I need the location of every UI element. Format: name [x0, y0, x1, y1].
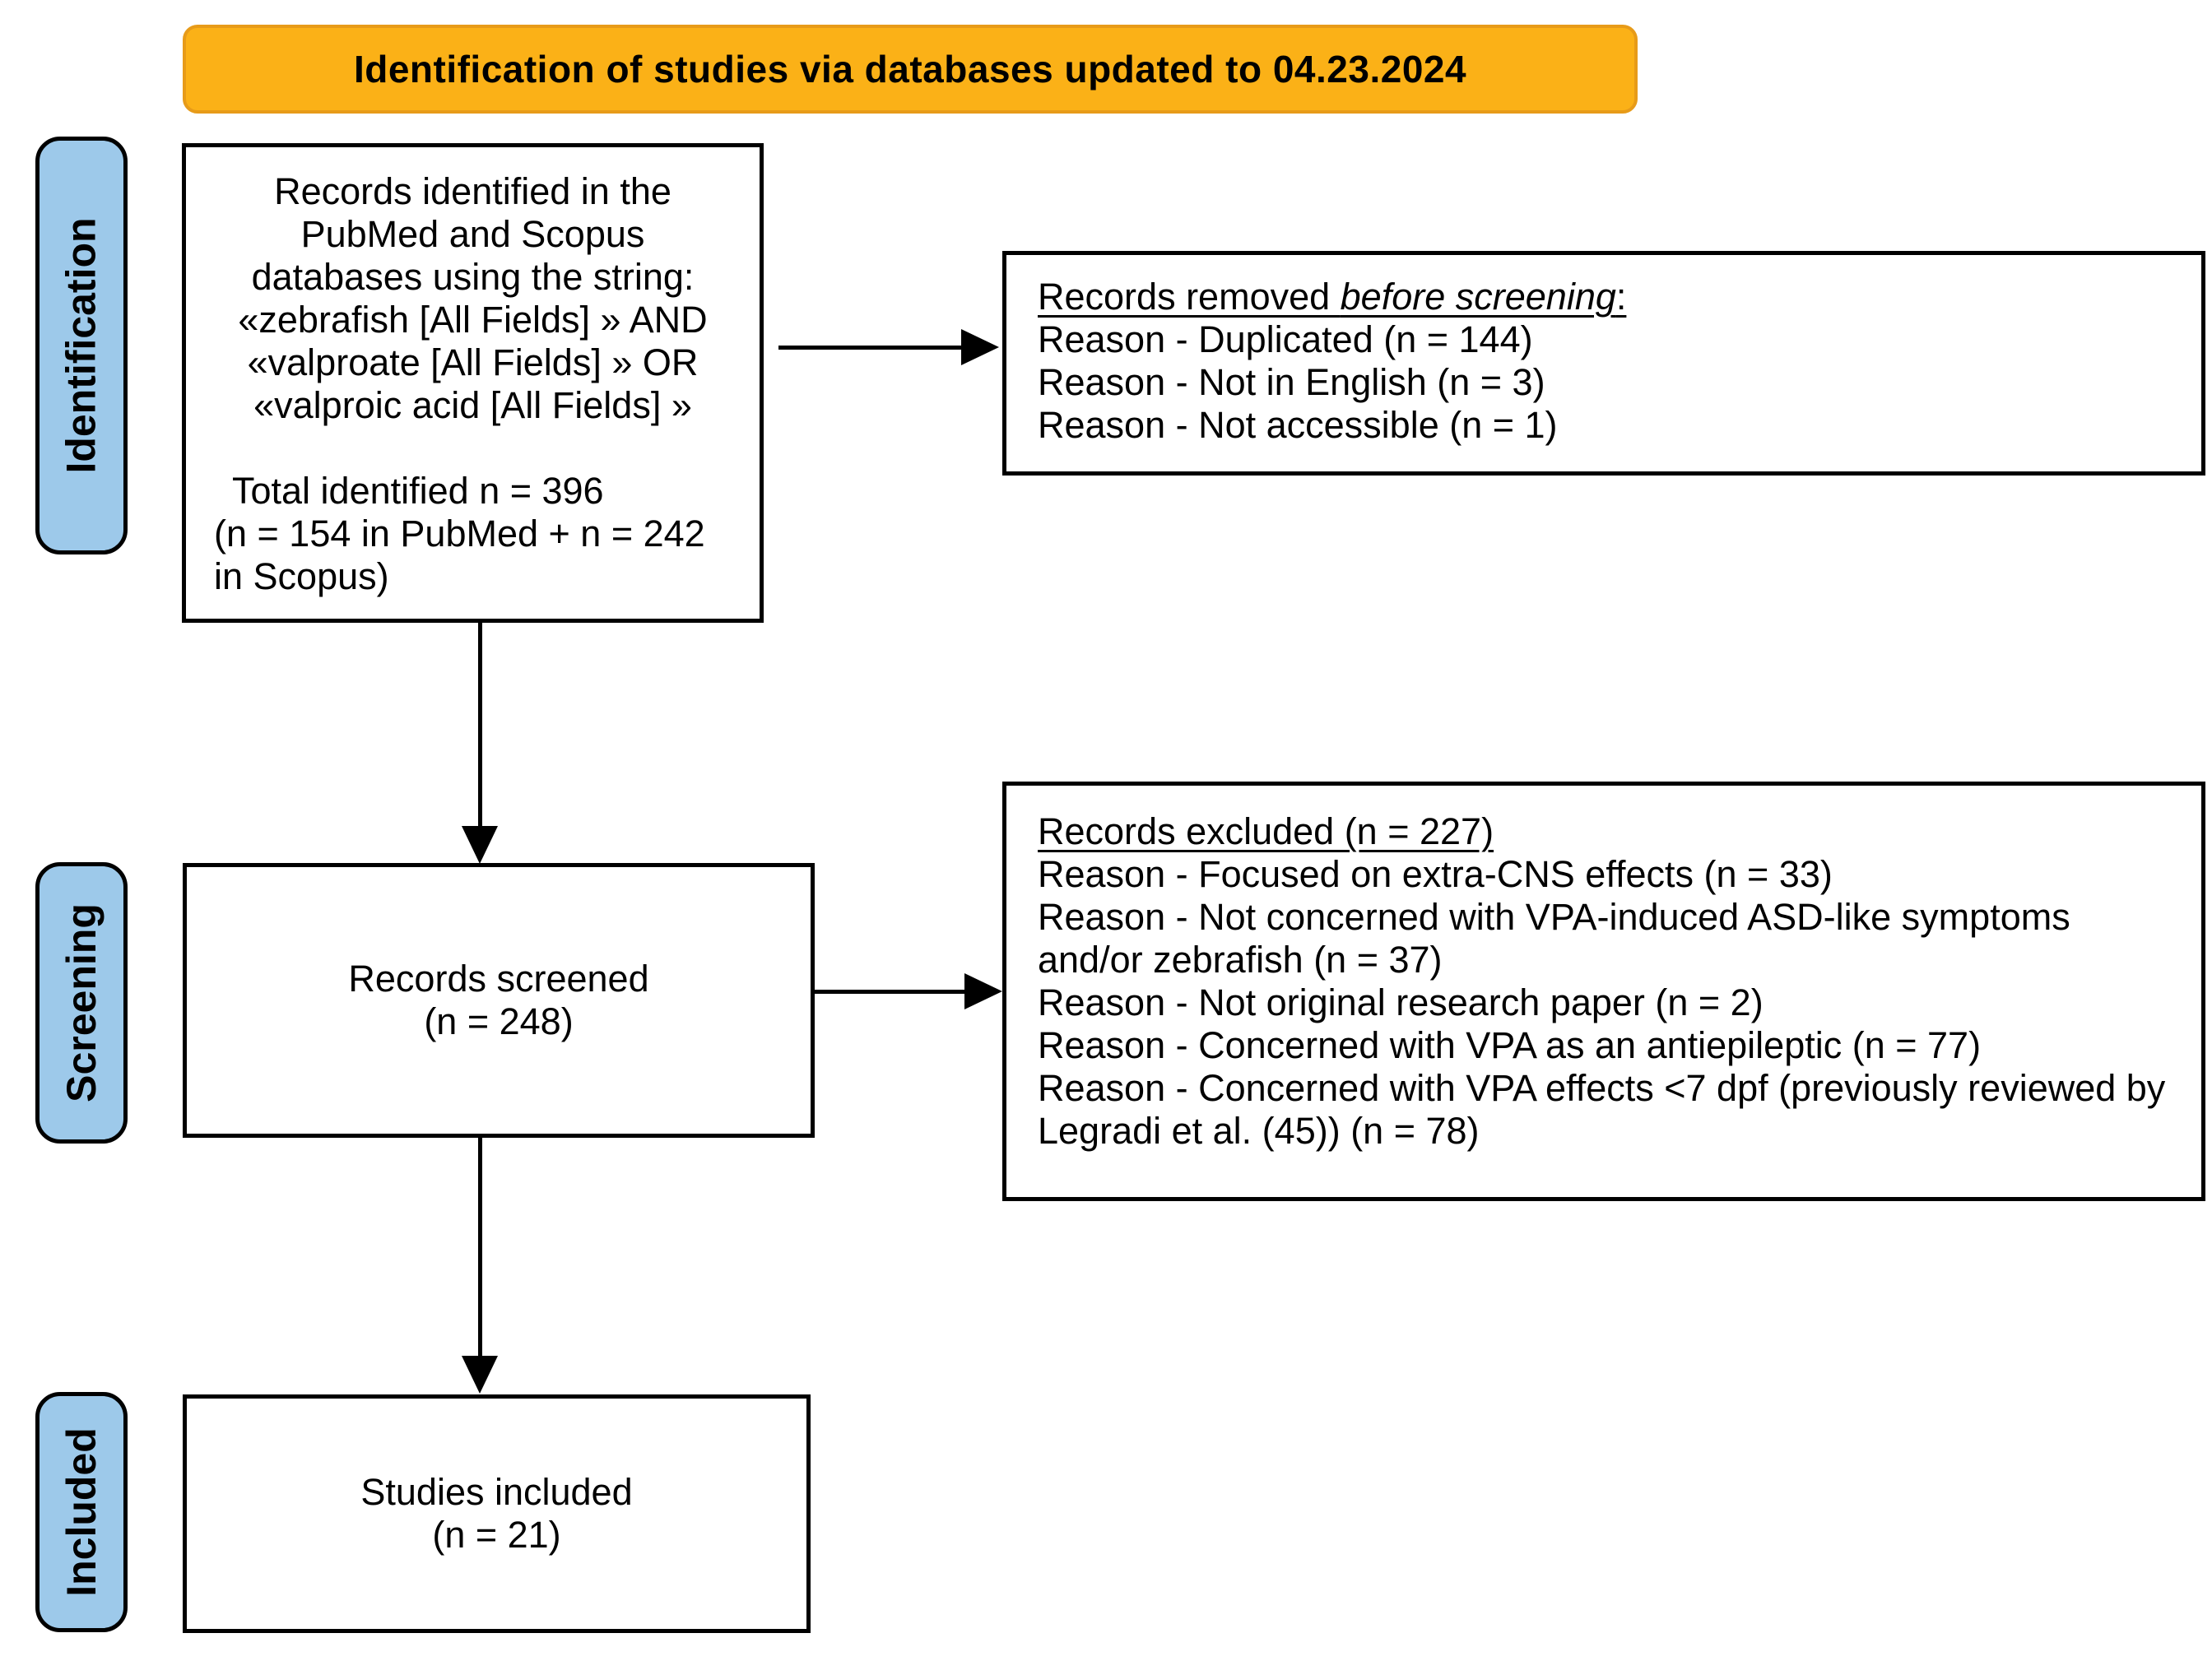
arrow-screened-to-excluded-head [964, 973, 1002, 1009]
stage-tab-identification: Identification [35, 137, 128, 554]
title-banner: Identification of studies via databases … [183, 25, 1638, 114]
stage-tab-identification-label: Identification [58, 217, 105, 474]
title-banner-text: Identification of studies via databases … [353, 48, 1467, 90]
arrow-identified-to-removed-head [961, 329, 999, 365]
removed-reason: Reason - Not in English (n = 3) [1038, 361, 1545, 403]
stage-tab-screening-label: Screening [58, 903, 105, 1102]
arrow-screened-to-included-head [462, 1356, 498, 1394]
box-studies-included: Studies included (n = 21) [183, 1394, 811, 1633]
excluded-reason: Reason - Not concerned with VPA-induced … [1038, 896, 2070, 981]
stage-tab-included-label: Included [58, 1427, 105, 1597]
arrow-identified-to-screened-line [478, 623, 482, 828]
records-removed-title: Records removed before screening: [1038, 276, 1627, 318]
stage-tab-included: Included [35, 1392, 128, 1632]
excluded-reason: Reason - Focused on extra-CNS effects (n… [1038, 853, 1833, 895]
removed-reason: Reason - Not accessible (n = 1) [1038, 404, 1558, 446]
box-records-removed: Records removed before screening: Reason… [1002, 251, 2205, 476]
arrow-identified-to-removed-line [778, 346, 963, 350]
excluded-reason: Reason - Concerned with VPA effects <7 d… [1038, 1067, 2166, 1152]
box-records-excluded: Records excluded (n = 227) Reason - Focu… [1002, 782, 2205, 1201]
records-identified-totals: Total identified n = 396 (n = 154 in Pub… [214, 470, 705, 597]
box-records-screened: Records screened (n = 248) [183, 863, 815, 1138]
arrow-screened-to-included-line [478, 1138, 482, 1357]
records-identified-text: Records identified in the PubMed and Sco… [238, 170, 708, 426]
arrow-identified-to-screened-head [462, 826, 498, 864]
arrow-screened-to-excluded-line [815, 990, 966, 994]
removed-reason: Reason - Duplicated (n = 144) [1038, 318, 1533, 360]
stage-tab-screening: Screening [35, 862, 128, 1144]
records-excluded-title: Records excluded (n = 227) [1038, 810, 1494, 852]
excluded-reason: Reason - Not original research paper (n … [1038, 981, 1764, 1023]
box-records-identified: Records identified in the PubMed and Sco… [182, 143, 764, 623]
excluded-reason: Reason - Concerned with VPA as an antiep… [1038, 1024, 1982, 1066]
